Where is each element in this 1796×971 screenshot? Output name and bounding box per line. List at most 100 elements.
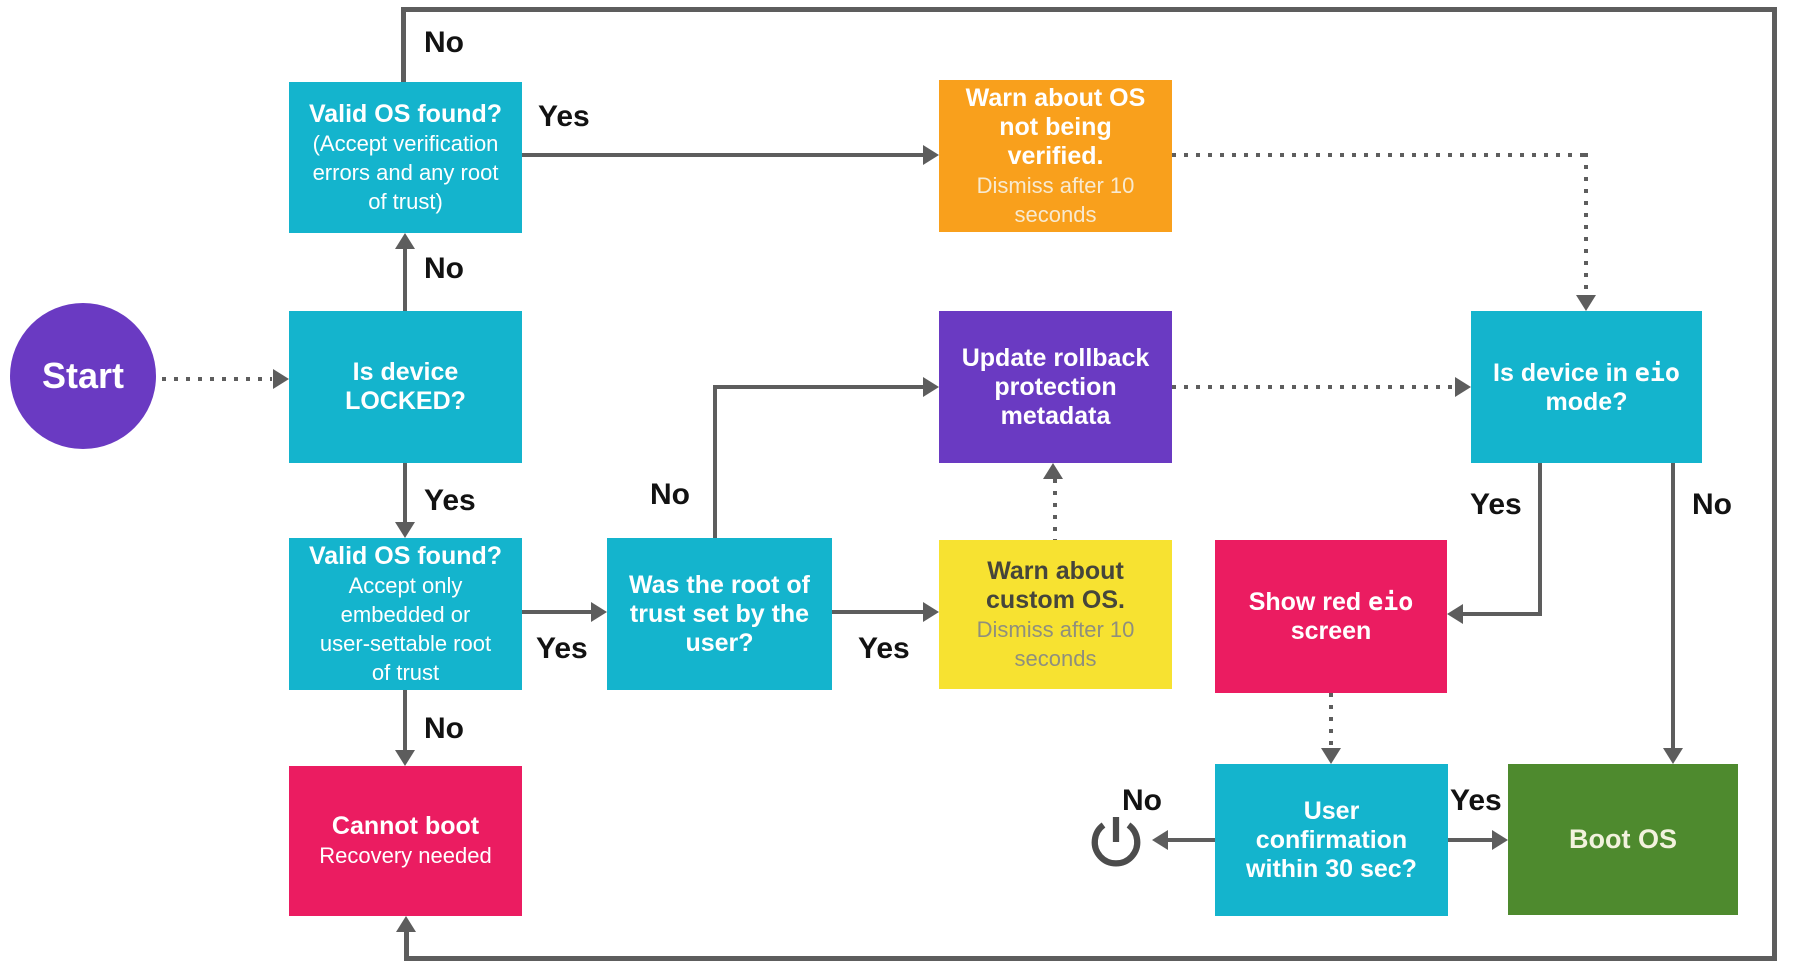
arrow-wasroot-no-vertical bbox=[713, 385, 717, 538]
node-title: Is device in eio bbox=[1493, 357, 1680, 387]
arrowhead-validbottom bbox=[395, 522, 415, 538]
arrow-eio-yes-vertical bbox=[1538, 463, 1542, 616]
node-title: Cannot boot bbox=[331, 812, 480, 840]
arrow-confirm-to-power bbox=[1168, 838, 1215, 842]
edge-label-eio-yes: Yes bbox=[1470, 488, 1522, 521]
dotted-warn-to-eio-horizontal bbox=[1172, 153, 1588, 157]
eio-mono-text: eio bbox=[1368, 587, 1414, 616]
arrow-locked-to-validtop bbox=[403, 247, 407, 311]
arrowhead-locked bbox=[273, 369, 289, 389]
node-title: within 30 sec? bbox=[1246, 854, 1417, 883]
node-user-confirmation: User confirmation within 30 sec? bbox=[1215, 764, 1448, 916]
loop-line-bottom bbox=[404, 956, 1777, 961]
node-show-red-eio-screen: Show red eio screen bbox=[1215, 540, 1447, 693]
node-title: confirmation bbox=[1255, 825, 1408, 854]
node-subtitle: (Accept verification bbox=[312, 130, 499, 156]
arrowhead-update-bottom bbox=[1043, 463, 1063, 479]
loop-line-up bbox=[401, 9, 406, 82]
dotted-showred-to-confirm bbox=[1329, 693, 1333, 748]
loop-line-top bbox=[401, 7, 1777, 12]
arrowhead-update-rollback bbox=[923, 377, 939, 397]
arrowhead-wasroot bbox=[591, 602, 607, 622]
arrow-confirm-to-bootos bbox=[1447, 838, 1492, 842]
edge-label-confirm-yes: Yes bbox=[1450, 784, 1502, 817]
start-label: Start bbox=[41, 355, 125, 396]
node-title: trust set by the bbox=[629, 599, 810, 628]
eio-mono-text: eio bbox=[1634, 357, 1680, 387]
node-title: Valid OS found? bbox=[308, 99, 503, 128]
node-valid-os-bottom: Valid OS found? Accept only embedded or … bbox=[289, 538, 522, 690]
arrow-validbottom-to-wasroot bbox=[522, 610, 591, 614]
arrowhead-showred bbox=[1447, 604, 1463, 624]
arrowhead-eio-top bbox=[1576, 295, 1596, 311]
edge-label-locked-yes: Yes bbox=[424, 484, 476, 517]
node-subtitle: user-settable root bbox=[319, 630, 492, 656]
node-is-locked: Is device LOCKED? bbox=[289, 311, 522, 463]
node-was-root-of-trust: Was the root of trust set by the user? bbox=[607, 538, 832, 690]
dotted-warn-to-eio-vertical bbox=[1584, 153, 1588, 293]
arrow-wasroot-no-horizontal bbox=[713, 385, 923, 389]
edge-label-validbottom-yes: Yes bbox=[536, 632, 588, 665]
edge-label-eio-no: No bbox=[1692, 488, 1732, 521]
edge-label-validtop-yes: Yes bbox=[538, 100, 590, 133]
arrow-locked-to-validbottom bbox=[403, 463, 407, 522]
node-title: Valid OS found? bbox=[308, 541, 503, 570]
node-title: Update rollback bbox=[961, 343, 1150, 372]
node-is-eio-mode: Is device in eio mode? bbox=[1471, 311, 1702, 463]
node-subtitle: Dismiss after 10 bbox=[976, 172, 1135, 198]
dotted-update-to-eio bbox=[1172, 385, 1455, 389]
node-warn-custom-os: Warn about custom OS. Dismiss after 10 s… bbox=[939, 540, 1172, 689]
node-title: not being bbox=[999, 112, 1112, 141]
node-title: Boot OS bbox=[1569, 824, 1677, 854]
arrowhead-bootos-left bbox=[1492, 830, 1508, 850]
loop-line-into-cannot-boot bbox=[404, 932, 409, 961]
node-title: custom OS. bbox=[986, 585, 1125, 614]
node-subtitle: seconds bbox=[1014, 645, 1097, 671]
node-title: Show red eio bbox=[1248, 587, 1414, 616]
arrowhead-bootos-top bbox=[1663, 748, 1683, 764]
node-subtitle: seconds bbox=[1014, 201, 1097, 227]
arrowhead-warncustom bbox=[923, 602, 939, 622]
arrow-validbottom-to-cannotboot bbox=[403, 690, 407, 750]
dotted-start-to-locked bbox=[150, 377, 272, 381]
node-title: protection bbox=[994, 372, 1117, 401]
node-subtitle: of trust) bbox=[368, 188, 443, 214]
arrow-eio-yes-horizontal bbox=[1463, 612, 1542, 616]
arrowhead-eio-left bbox=[1455, 377, 1471, 397]
arrowhead-validtop bbox=[395, 233, 415, 249]
node-subtitle: Recovery needed bbox=[319, 843, 492, 868]
start-node: Start bbox=[10, 303, 156, 449]
node-update-rollback: Update rollback protection metadata bbox=[939, 311, 1172, 463]
arrowhead-confirm-top bbox=[1321, 748, 1341, 764]
arrowhead-power bbox=[1152, 830, 1168, 850]
node-title: Warn about bbox=[987, 556, 1124, 585]
node-warn-unverified: Warn about OS not being verified. Dismis… bbox=[939, 80, 1172, 232]
node-subtitle: errors and any root bbox=[312, 159, 499, 185]
arrow-validtop-to-warn bbox=[522, 153, 923, 157]
node-title: mode? bbox=[1545, 387, 1628, 416]
node-subtitle: Dismiss after 10 bbox=[976, 616, 1135, 642]
node-title: verified. bbox=[1007, 141, 1104, 170]
power-icon bbox=[1086, 812, 1146, 872]
node-title: user? bbox=[685, 628, 754, 657]
arrow-wasroot-to-warncustom bbox=[832, 610, 923, 614]
arrowhead-cannotboot-top bbox=[395, 750, 415, 766]
node-title: LOCKED? bbox=[345, 387, 466, 415]
edge-label-locked-no: No bbox=[424, 252, 464, 285]
arrow-eio-no-vertical bbox=[1671, 463, 1675, 748]
edge-label-confirm-no: No bbox=[1122, 784, 1162, 817]
dotted-warncustom-to-update bbox=[1053, 479, 1057, 540]
edge-label-loop-no: No bbox=[424, 26, 464, 59]
node-boot-os: Boot OS bbox=[1508, 764, 1738, 915]
node-valid-os-top: Valid OS found? (Accept verification err… bbox=[289, 82, 522, 233]
node-title: Is device bbox=[352, 358, 459, 386]
edge-label-wasroot-no: No bbox=[650, 478, 690, 511]
node-title: Warn about OS bbox=[965, 83, 1146, 112]
node-cannot-boot: Cannot boot Recovery needed bbox=[289, 766, 522, 916]
node-subtitle: embedded or bbox=[340, 601, 471, 627]
node-title: Was the root of bbox=[628, 570, 810, 599]
arrowhead-warn-unverified bbox=[923, 145, 939, 165]
arrowhead-cannot-boot bbox=[396, 916, 416, 932]
edge-label-validbottom-no: No bbox=[424, 712, 464, 745]
